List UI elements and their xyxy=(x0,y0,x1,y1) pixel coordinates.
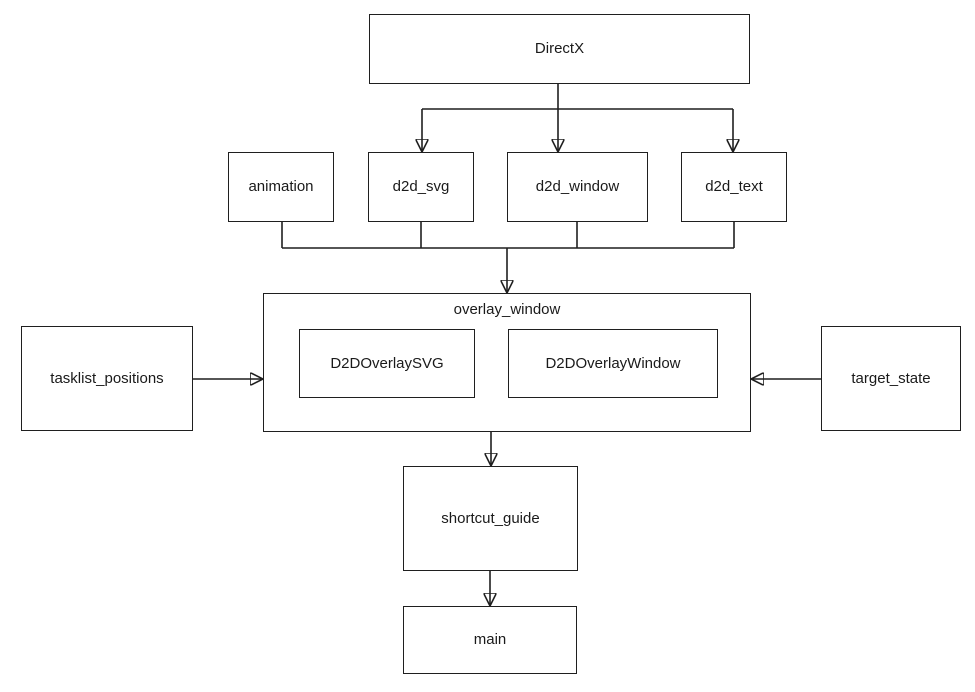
node-overlay-window-label: overlay_window xyxy=(453,301,561,318)
node-overlay-window: overlay_window D2DOverlaySVG D2DOverlayW… xyxy=(263,293,751,432)
node-d2d-overlay-window: D2DOverlayWindow xyxy=(508,329,718,398)
node-shortcut-guide: shortcut_guide xyxy=(403,466,578,571)
node-d2d-overlay-svg-label: D2DOverlaySVG xyxy=(330,354,444,372)
node-main: main xyxy=(403,606,577,674)
node-shortcut-guide-label: shortcut_guide xyxy=(441,509,540,527)
node-d2d-overlay-svg: D2DOverlaySVG xyxy=(299,329,475,398)
node-d2d-svg: d2d_svg xyxy=(368,152,474,222)
node-d2d-text-label: d2d_text xyxy=(705,178,763,195)
node-d2d-svg-label: d2d_svg xyxy=(392,178,450,195)
node-d2d-overlay-window-label: D2DOverlayWindow xyxy=(545,354,681,372)
node-main-label: main xyxy=(473,631,507,648)
node-target-state: target_state xyxy=(821,326,961,431)
node-target-state-label: target_state xyxy=(851,369,931,387)
node-d2d-text: d2d_text xyxy=(681,152,787,222)
node-tasklist-positions: tasklist_positions xyxy=(21,326,193,431)
node-tasklist-positions-label: tasklist_positions xyxy=(50,369,164,387)
node-d2d-window-label: d2d_window xyxy=(535,178,620,195)
node-d2d-window: d2d_window xyxy=(507,152,648,222)
node-directx: DirectX xyxy=(369,14,750,84)
node-directx-label: DirectX xyxy=(534,40,585,57)
node-animation-label: animation xyxy=(248,178,314,195)
node-animation: animation xyxy=(228,152,334,222)
